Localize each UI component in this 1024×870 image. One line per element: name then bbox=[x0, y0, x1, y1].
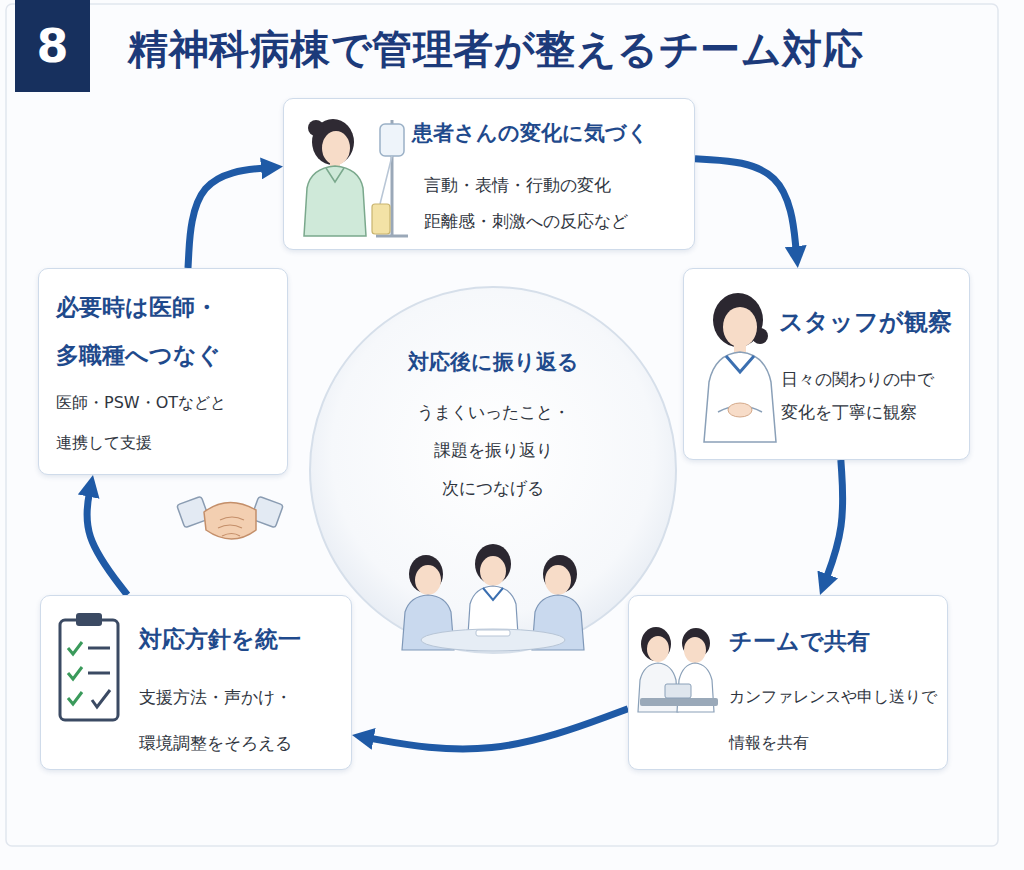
cycle-arrow bbox=[188, 167, 273, 268]
cycle-arrow bbox=[362, 709, 628, 749]
meeting-illustration-part bbox=[641, 627, 671, 661]
checklist-icon bbox=[60, 613, 118, 720]
patient-illustration-part bbox=[326, 168, 344, 182]
nurse-illustration-part bbox=[704, 352, 776, 442]
reflection-illustration-part bbox=[467, 586, 519, 650]
checklist-icon-part bbox=[92, 690, 110, 707]
reflection-illustration-part bbox=[476, 630, 510, 636]
cycle-arrow bbox=[695, 159, 797, 258]
node-heading: チームで共有 bbox=[729, 626, 929, 656]
handshake-icon-part bbox=[204, 502, 256, 539]
patient-illustration-part bbox=[376, 235, 408, 238]
meeting-illustration-part bbox=[677, 663, 714, 712]
node-body: 医師・PSW・OTなどと 連携して支援 bbox=[56, 383, 261, 463]
cycle-arrow bbox=[824, 460, 843, 586]
checklist-icon-part bbox=[60, 620, 118, 720]
node-body: 言動・表情・行動の変化 距離感・刺激への反応など bbox=[424, 167, 664, 239]
process-box: 対応方針を統一支援方法・声かけ・ 環境調整をそろえる bbox=[40, 595, 352, 770]
nurse-illustration-part bbox=[713, 293, 763, 347]
node-body: うまくいったこと・ 課題を振り返り 次につなげる bbox=[408, 393, 578, 507]
reflection-illustration-part bbox=[532, 595, 584, 650]
checklist-icon-part bbox=[68, 642, 82, 654]
checklist-icon-part bbox=[76, 613, 102, 626]
reflection-illustration-part bbox=[402, 595, 454, 650]
process-box: チームで共有カンファレンスや申し送りで 情報を共有 bbox=[628, 595, 948, 770]
handshake-icon-part bbox=[218, 517, 244, 536]
meeting-illustration-part bbox=[647, 636, 669, 662]
process-box: スタッフが観察日々の関わりの中で 変化を丁寧に観察 bbox=[683, 268, 970, 460]
nurse-illustration-part bbox=[723, 307, 757, 347]
nurse-illustration-part bbox=[718, 406, 762, 412]
handshake-icon-part bbox=[177, 496, 210, 527]
frame-border bbox=[6, 4, 998, 846]
node-body: 支援方法・声かけ・ 環境調整をそろえる bbox=[139, 674, 331, 766]
nurse-illustration bbox=[704, 293, 776, 442]
process-box: 患者さんの変化に気づく言動・表情・行動の変化 距離感・刺激への反応など bbox=[283, 98, 695, 250]
reflection-illustration-part bbox=[543, 555, 577, 593]
nurse-illustration-part bbox=[752, 328, 768, 344]
node-heading: スタッフが観察 bbox=[779, 307, 964, 337]
patient-illustration-part bbox=[308, 120, 324, 136]
reflection-illustration-part bbox=[480, 556, 506, 586]
handshake-icon-part bbox=[251, 496, 284, 527]
reflection-illustration-part bbox=[409, 555, 443, 593]
meeting-illustration-part bbox=[682, 628, 710, 658]
checklist-icon-part bbox=[88, 672, 110, 675]
meeting-illustration-part bbox=[640, 698, 718, 706]
patient-illustration-part bbox=[304, 166, 366, 236]
process-box: 必要時は医師・ 多職種へつなぐ医師・PSW・OTなどと 連携して支援 bbox=[38, 268, 288, 475]
circle-outline bbox=[308, 285, 678, 655]
meeting-illustration bbox=[638, 627, 718, 712]
reflection-circle: 対応後に振り返るうまくいったこと・ 課題を振り返り 次につなげる bbox=[308, 285, 678, 655]
section-number: 8 bbox=[15, 0, 90, 92]
circle-shape bbox=[310, 287, 676, 653]
node-heading: 対応後に振り返る bbox=[328, 347, 658, 377]
node-body: 日々の関わりの中で 変化を丁寧に観察 bbox=[781, 363, 963, 429]
cycle-arrow bbox=[87, 485, 127, 595]
patient-illustration-part bbox=[322, 131, 350, 165]
patient-illustration-part bbox=[391, 120, 394, 236]
patient-illustration-part bbox=[372, 204, 390, 234]
nurse-illustration-part bbox=[726, 356, 754, 372]
checklist-icon-part bbox=[68, 667, 82, 679]
nurse-illustration-part bbox=[734, 342, 746, 354]
page-title: 精神科病棟で管理者が整えるチーム対応 bbox=[128, 22, 863, 77]
reflection-illustration-part bbox=[475, 544, 511, 584]
number-badge bbox=[15, 0, 90, 92]
checklist-icon-part bbox=[88, 647, 110, 650]
reflection-illustration-part bbox=[545, 565, 571, 595]
patient-illustration bbox=[304, 119, 408, 236]
node-body: カンファレンスや申し送りで 情報を共有 bbox=[729, 674, 943, 766]
node-heading: 対応方針を統一 bbox=[139, 624, 339, 654]
reflection-illustration-part bbox=[415, 565, 441, 595]
meeting-illustration-part bbox=[684, 637, 706, 663]
node-heading: 必要時は医師・ 多職種へつなぐ bbox=[56, 283, 271, 379]
meeting-illustration-part bbox=[665, 684, 691, 698]
handshake-icon bbox=[177, 496, 284, 539]
nurse-illustration-part bbox=[728, 403, 752, 417]
patient-illustration-part bbox=[312, 119, 354, 165]
patient-illustration-part bbox=[330, 160, 340, 170]
checklist-icon-part bbox=[68, 692, 82, 704]
reflection-illustration bbox=[402, 544, 584, 651]
reflection-illustration-part bbox=[483, 588, 503, 600]
patient-illustration-part bbox=[380, 124, 404, 156]
patient-illustration-part bbox=[380, 156, 392, 204]
meeting-illustration-part bbox=[638, 663, 678, 712]
reflection-illustration-part bbox=[421, 629, 565, 651]
node-heading: 患者さんの変化に気づく bbox=[412, 119, 682, 147]
